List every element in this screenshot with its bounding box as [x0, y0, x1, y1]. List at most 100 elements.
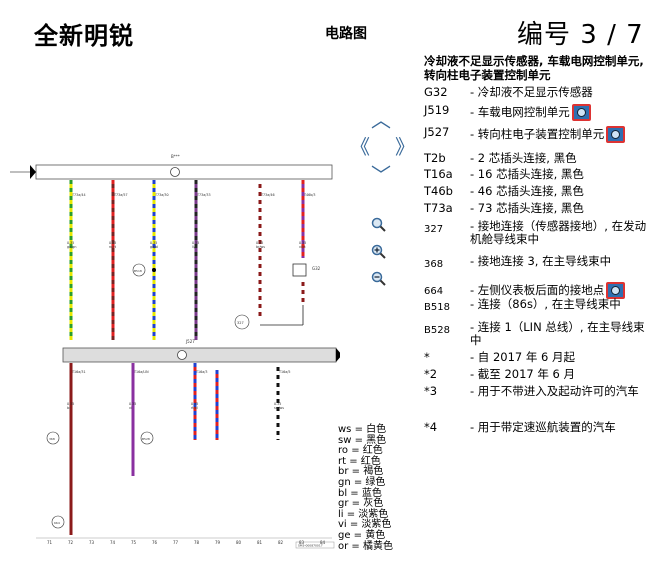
- node-label: B528: [142, 437, 150, 441]
- module-label: J527: [185, 339, 195, 344]
- node-label: 664: [54, 521, 60, 525]
- junction-dot: [152, 268, 156, 272]
- wire-color-label: br/ws: [256, 245, 265, 249]
- color-code-item: sw = 黑色: [338, 434, 387, 446]
- pan-right-icon[interactable]: 》: [395, 135, 415, 159]
- module-marker: [177, 350, 187, 360]
- legend-code: T73a: [424, 201, 453, 215]
- color-code-item: ws = 白色: [338, 424, 387, 435]
- legend-code: *2: [424, 367, 438, 381]
- pin-label: T73a/57: [113, 193, 128, 197]
- color-code-item: rt = 红色: [338, 455, 381, 467]
- pan-down-icon[interactable]: ﹀: [371, 163, 391, 187]
- wire-color-label: vi: [129, 406, 132, 410]
- color-code-item: ge = 黄色: [338, 529, 386, 541]
- pin-label: T46b/3: [303, 193, 316, 197]
- legend-description: - 接地连接（传感器接地）, 在发动机舱导线束中: [470, 219, 647, 246]
- color-code-item: bl = 蓝色: [338, 487, 382, 499]
- wire-color-label: sw/ws: [274, 406, 284, 410]
- wire-size-label: 0.35: [109, 241, 116, 245]
- grid-number: 80: [236, 540, 242, 545]
- wire-size-label: 0.35: [274, 402, 281, 406]
- wire-size-label: 0.35: [150, 241, 157, 245]
- grid-number: 84: [320, 540, 326, 545]
- wire-color-label: rt/bl: [191, 406, 198, 410]
- photo-camera-icon[interactable]: [606, 126, 626, 143]
- legend-description: - 2 芯插头连接, 黑色: [470, 151, 577, 165]
- wire-size-label: 0.35: [299, 241, 306, 245]
- pan-left-icon[interactable]: 《: [350, 135, 370, 159]
- legend-code: *: [424, 350, 430, 364]
- wire-color-label: vi/rt: [299, 245, 306, 249]
- color-code-item: vi = 淡紫色: [338, 519, 392, 531]
- footer-id-box: [295, 541, 335, 549]
- legend-code: *4: [424, 420, 438, 434]
- node-b528: [140, 431, 154, 445]
- color-code-item: br = 褐色: [338, 466, 384, 478]
- zoom-search-icon[interactable]: [371, 217, 386, 232]
- g32-label: G32: [312, 266, 321, 271]
- legend-code: T16a: [424, 167, 453, 181]
- wire-color-label: ro/rt: [109, 245, 117, 249]
- g32-sensor: [292, 263, 307, 277]
- legend-description: - 转向柱电子装置控制单元: [470, 126, 656, 143]
- scroll-left-arrow: [30, 165, 36, 179]
- legend-description: - 46 芯插头连接, 黑色: [470, 184, 584, 198]
- car-model-title: 全新明锐: [34, 22, 134, 50]
- wire-color-label: ge/bl: [150, 245, 158, 249]
- pin-label: T73a/46: [260, 193, 275, 197]
- page-number: 编号 3 / 7: [517, 20, 644, 50]
- pin-label: T16a/31: [71, 370, 86, 374]
- module-label: B***: [171, 154, 180, 159]
- legend-description: - 用于带定速巡航装置的汽车: [470, 420, 616, 434]
- document-type: 电路图: [325, 26, 367, 42]
- color-code-item: li = 淡紫色: [338, 508, 389, 520]
- pin-label: T73a/44: [71, 193, 86, 197]
- wire-size-label: 0.35: [191, 402, 198, 406]
- grid-number: 75: [131, 540, 137, 545]
- legend-description: - 冷却液不足显示传感器: [470, 85, 593, 99]
- grid-number: 81: [257, 540, 263, 545]
- wire-size-label: 0.35: [256, 241, 263, 245]
- legend-description: - 用于不带进入及起动许可的汽车: [470, 384, 639, 398]
- photo-camera-icon[interactable]: [571, 104, 591, 121]
- legend-code: *3: [424, 384, 438, 398]
- zoom-in-icon[interactable]: [371, 244, 386, 259]
- legend-code: B518: [424, 302, 450, 313]
- pin-label: T73a/30: [154, 193, 169, 197]
- wiring-diagram: B***T73a/440.35ge/gnT73a/570.35ro/rtT73a…: [10, 154, 340, 549]
- photo-camera-icon[interactable]: [606, 282, 626, 299]
- color-code-item: gr = 灰色: [338, 498, 384, 510]
- legend-code: B528: [424, 325, 450, 336]
- footer-id: SM3-000870017: [298, 544, 323, 548]
- grid-number: 82: [278, 540, 284, 545]
- legend-code: J519: [424, 103, 450, 117]
- zoom-out-icon[interactable]: [371, 271, 386, 286]
- legend-description: - 左侧仪表板后面的接地点: [470, 282, 656, 299]
- pin-label: T16a/5: [278, 370, 290, 374]
- module-j527-bar: [62, 347, 337, 363]
- pan-up-icon[interactable]: ︿: [371, 108, 391, 132]
- grid-number: 76: [152, 540, 158, 545]
- legend-description: - 自 2017 年 6 月起: [470, 350, 576, 364]
- grid-number: 72: [68, 540, 74, 545]
- node-664: [51, 515, 65, 529]
- grid-number: 71: [47, 540, 53, 545]
- pin-label: T16a/LIN: [133, 370, 149, 374]
- legend-description: - 连接 1（LIN 总线）, 在主导线束中: [470, 320, 645, 347]
- legend-code: T46b: [424, 184, 453, 198]
- module-j519-bar: [35, 164, 333, 180]
- legend-code: 368: [424, 259, 444, 270]
- legend-code: G32: [424, 85, 448, 99]
- wire-color-label: li/vi: [192, 245, 198, 249]
- pin-label: T16a/3: [195, 370, 207, 374]
- legend-code: J527: [424, 125, 450, 139]
- scroll-right-arrow: [336, 348, 340, 362]
- color-code-item: gn = 绿色: [338, 476, 386, 488]
- grid-number: 79: [215, 540, 221, 545]
- node-label: B518: [134, 269, 142, 273]
- wire-size-label: 0.35: [67, 241, 74, 245]
- node-b518: [132, 263, 146, 277]
- wire-size-label: 0.35: [129, 402, 136, 406]
